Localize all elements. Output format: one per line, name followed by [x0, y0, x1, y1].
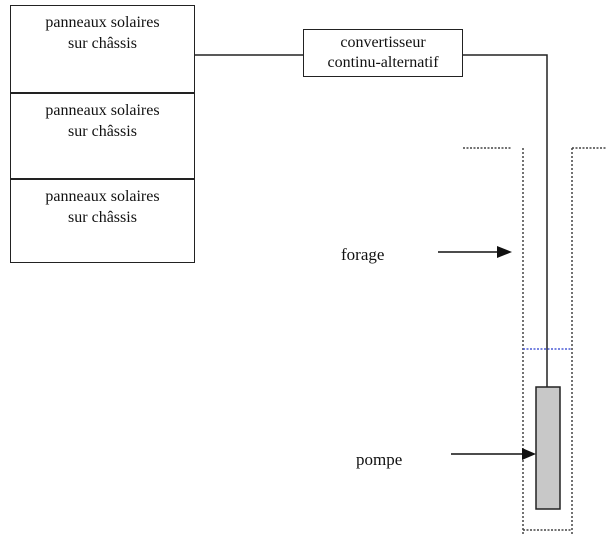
forage-label: forage — [341, 245, 385, 264]
arrow-pompe — [451, 448, 536, 460]
solar-panel-box-1: panneaux solaires sur châssis — [10, 5, 195, 93]
panel-label-line1: panneaux solaires — [45, 188, 160, 205]
arrow-forage — [438, 246, 512, 258]
panel-label-line2: sur châssis — [68, 209, 137, 226]
converter-label-line2: continu-alternatif — [327, 54, 439, 71]
panel-label-line1: panneaux solaires — [45, 102, 160, 119]
converter-box: convertisseur continu-alternatif — [303, 29, 463, 77]
cable-converter-to-pump — [463, 54, 548, 387]
pompe-label: pompe — [356, 450, 403, 469]
solar-panel-box-3: panneaux solaires sur châssis — [10, 179, 195, 263]
converter-label-line1: convertisseur — [340, 34, 426, 51]
panel-label-line2: sur châssis — [68, 35, 137, 52]
solar-panel-box-2: panneaux solaires sur châssis — [10, 93, 195, 179]
panel-label-line1: panneaux solaires — [45, 14, 160, 31]
panel-label-line2: sur châssis — [68, 123, 137, 140]
pump-body — [535, 386, 561, 510]
